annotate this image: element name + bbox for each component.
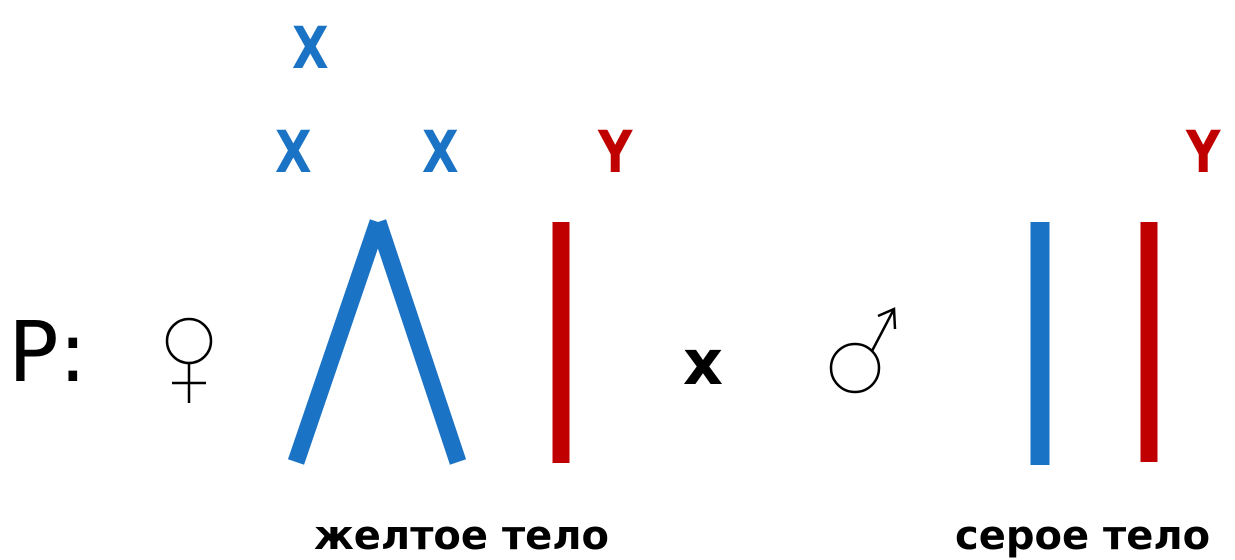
- female-attached-x-left-arm: [287, 219, 387, 465]
- female-attached-x-right-arm: [369, 219, 467, 465]
- male-symbol-icon: [829, 307, 897, 394]
- female-y-label: Y: [598, 118, 633, 186]
- female-phenotype-label: желтое тело: [314, 513, 610, 559]
- male-y-label: Y: [1186, 118, 1221, 186]
- cross-symbol: x: [683, 326, 723, 399]
- male-phenotype-label: серое тело: [955, 513, 1211, 559]
- female-x-top-label: X: [292, 14, 329, 82]
- generation-label: P:: [8, 303, 87, 401]
- female-x-right-label: X: [422, 118, 459, 186]
- female-symbol-icon: [165, 317, 213, 403]
- female-x-left-label: X: [275, 118, 312, 186]
